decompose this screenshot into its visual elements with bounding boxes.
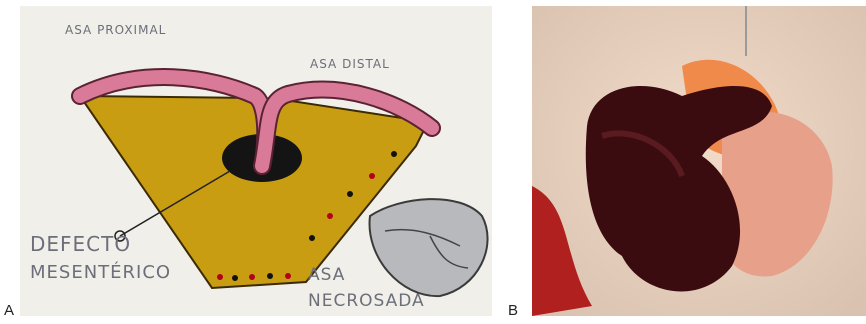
panel-b-photo <box>532 6 866 316</box>
label-necrosada: NECROSADA <box>308 291 425 311</box>
panel-letter-b: B <box>508 302 518 319</box>
label-mesenterico: MESENTÉRICO <box>30 261 171 283</box>
photo-svg <box>532 6 866 316</box>
label-asa-proximal: ASA PROXIMAL <box>65 23 166 37</box>
label-defecto: DEFECTO <box>30 232 131 256</box>
panel-letter-a: A <box>4 302 14 319</box>
panel-a-drawing: ASA PROXIMAL ASA DISTAL DEFECTO MESENTÉR… <box>20 6 492 316</box>
label-asa-distal: ASA DISTAL <box>310 57 390 71</box>
drawing-svg: ASA PROXIMAL ASA DISTAL DEFECTO MESENTÉR… <box>20 6 492 316</box>
label-asa: ASA <box>308 265 345 285</box>
